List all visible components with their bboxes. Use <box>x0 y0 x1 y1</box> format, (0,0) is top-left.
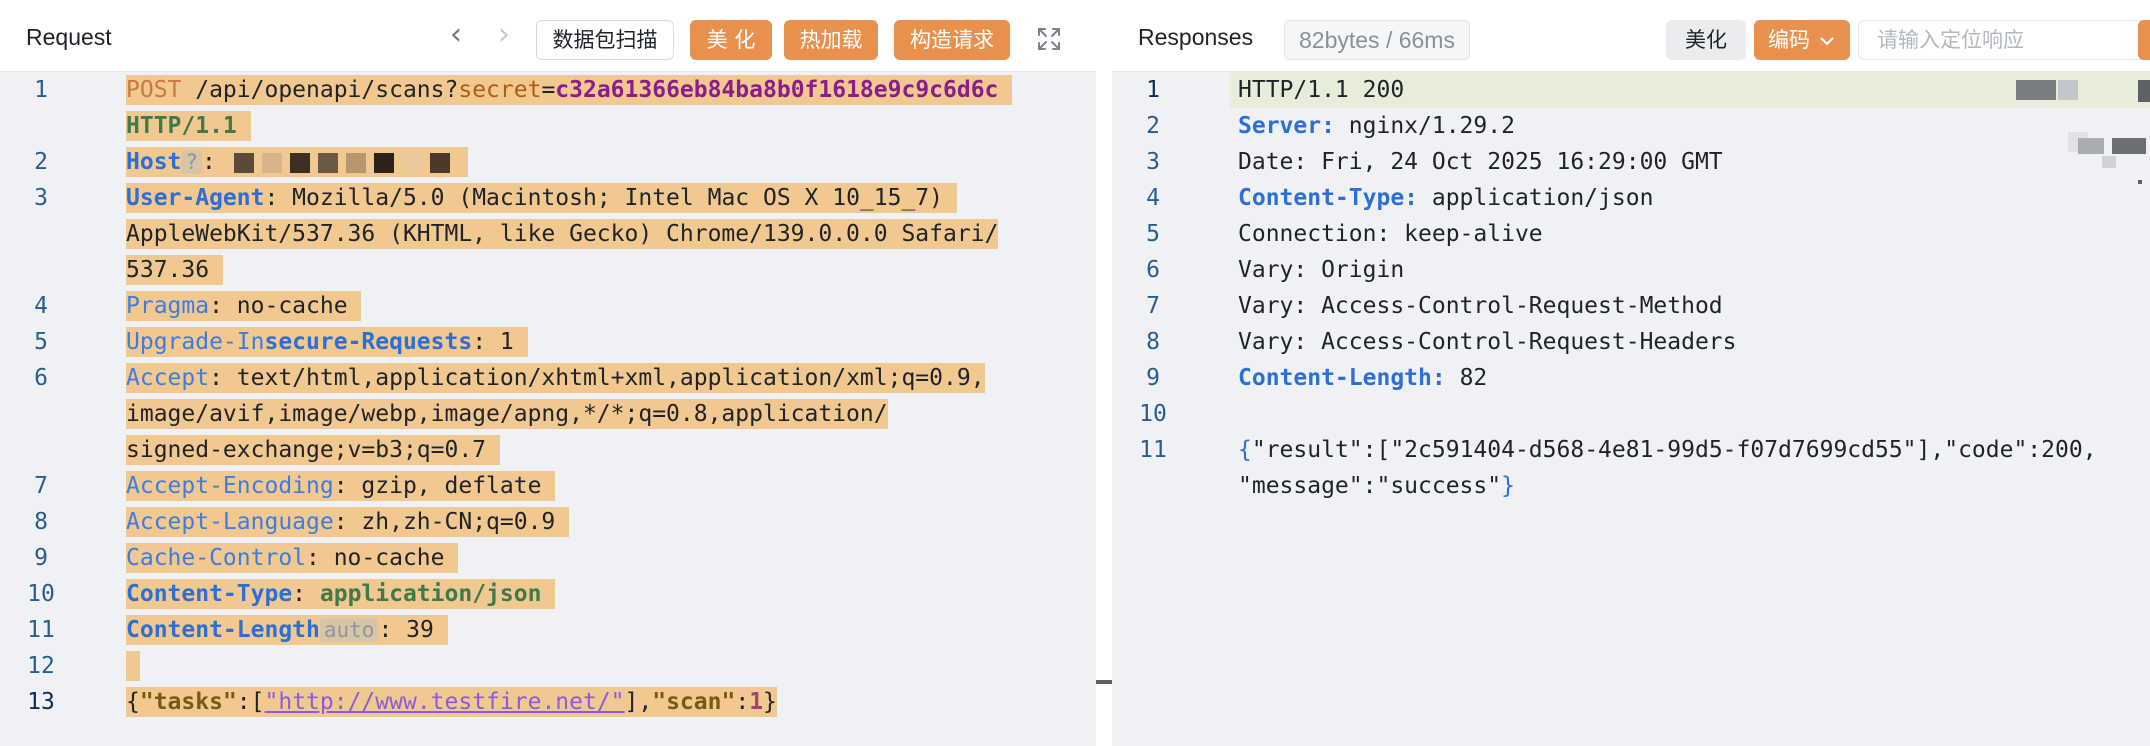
line-number: 8 <box>1146 329 1160 355</box>
response-line: Vary: Origin <box>1238 257 1405 283</box>
response-panel: Responses 82bytes / 66ms 美化 编码 请输入定位响应 1… <box>1112 0 2150 746</box>
search-icon[interactable] <box>2138 20 2150 60</box>
next-icon[interactable]: › <box>498 17 510 52</box>
help-badge: ? <box>181 150 203 174</box>
request-line: image/avif,image/webp,image/apng,*/*;q=0… <box>126 399 888 429</box>
line-number: 7 <box>34 473 48 499</box>
packet-scan-button[interactable]: 数据包扫描 <box>536 20 674 60</box>
line-number: 6 <box>34 365 48 391</box>
line-number-active: 1 <box>1146 77 1160 103</box>
line-number: 3 <box>34 185 48 211</box>
previous-icon[interactable]: ‹ <box>450 17 462 52</box>
response-line: Server: nginx/1.29.2 <box>1238 113 1515 139</box>
line-number: 1 <box>34 77 48 103</box>
encoding-dropdown[interactable]: 编码 <box>1754 20 1850 60</box>
beautify-button[interactable]: 美化 <box>1666 20 1746 60</box>
request-editor[interactable]: 1 2 3 4 5 6 7 8 9 10 11 12 13 POST /api/… <box>0 72 1096 746</box>
response-line: Date: Fri, 24 Oct 2025 16:29:00 GMT <box>1238 149 1723 175</box>
masked-host <box>230 149 454 175</box>
response-title: Responses <box>1138 24 1254 50</box>
line-number-active: 13 <box>27 689 55 715</box>
line-number: 2 <box>1146 113 1160 139</box>
request-line: POST /api/openapi/scans?secret=c32a61366… <box>126 72 1013 108</box>
chevron-down-icon <box>1820 37 1834 46</box>
locate-response-input[interactable]: 请输入定位响应 <box>1858 20 2150 60</box>
request-line: Upgrade-Insecure-Requests: 1 <box>126 324 528 360</box>
request-body-line: {"tasks":["http://www.testfire.net/"],"s… <box>126 687 777 717</box>
line-number: 11 <box>27 617 55 643</box>
response-line: Vary: Access-Control-Request-Method <box>1238 293 1723 319</box>
line-number: 3 <box>1146 149 1160 175</box>
request-panel: Request ‹ › 数据包扫描 美 化 热加载 构造请求 1 2 3 4 5… <box>0 0 1096 746</box>
response-editor[interactable]: 1 2 3 4 5 6 7 8 9 10 11 HTTP/1.1 200 Ser… <box>1112 72 2150 746</box>
request-line: Host?: <box>126 144 468 180</box>
expand-icon[interactable] <box>1036 26 1062 52</box>
response-meta-badge: 82bytes / 66ms <box>1284 20 1470 60</box>
line-number: 10 <box>27 581 55 607</box>
request-title: Request <box>26 24 112 50</box>
line-number: 6 <box>1146 257 1160 283</box>
build-request-button[interactable]: 构造请求 <box>894 20 1010 60</box>
response-line: HTTP/1.1 200 <box>1238 77 1405 103</box>
resize-handle[interactable] <box>1096 680 1112 684</box>
line-number: 4 <box>34 293 48 319</box>
request-line: Pragma: no-cache <box>126 288 362 324</box>
request-line: Cache-Control: no-cache <box>126 540 459 576</box>
request-line: AppleWebKit/537.36 (KHTML, like Gecko) C… <box>126 219 999 249</box>
request-line: Content-Type: application/json <box>126 576 556 612</box>
beautify-button[interactable]: 美 化 <box>690 20 772 60</box>
panel-divider[interactable] <box>1096 0 1112 746</box>
auto-badge: auto <box>319 618 379 642</box>
request-line: User-Agent: Mozilla/5.0 (Macintosh; Inte… <box>126 183 957 213</box>
request-line: Accept: text/html,application/xhtml+xml,… <box>126 363 985 393</box>
line-number: 7 <box>1146 293 1160 319</box>
request-line: HTTP/1.1 <box>126 108 251 144</box>
response-line: Content-Length: 82 <box>1238 365 1488 391</box>
response-line: Vary: Access-Control-Request-Headers <box>1238 329 1737 355</box>
request-line: Accept-Encoding: gzip, deflate <box>126 468 556 504</box>
line-number: 2 <box>34 149 48 175</box>
line-number: 12 <box>27 653 55 679</box>
response-line: Connection: keep-alive <box>1238 221 1543 247</box>
url-link[interactable]: "http://www.testfire.net/" <box>264 689 625 715</box>
request-line: Accept-Language: zh,zh-CN;q=0.9 <box>126 504 570 540</box>
request-line <box>126 648 140 684</box>
line-number: 5 <box>1146 221 1160 247</box>
line-number: 5 <box>34 329 48 355</box>
response-body-line: {"result":["2c591404-d568-4e81-99d5-f07d… <box>1238 437 2097 463</box>
line-number: 8 <box>34 509 48 535</box>
line-number: 10 <box>1139 401 1167 427</box>
request-line: 537.36 <box>126 252 223 288</box>
request-line: signed-exchange;v=b3;q=0.7 <box>126 432 500 468</box>
request-header: Request ‹ › 数据包扫描 美 化 热加载 构造请求 <box>0 0 1096 72</box>
response-body-line: "message":"success"} <box>1238 473 1515 499</box>
hot-load-button[interactable]: 热加载 <box>784 20 878 60</box>
response-line: Content-Type: application/json <box>1238 185 1654 211</box>
line-number: 9 <box>1146 365 1160 391</box>
active-line-highlight <box>1230 72 2150 108</box>
line-number: 11 <box>1139 437 1167 463</box>
line-number: 4 <box>1146 185 1160 211</box>
line-number: 9 <box>34 545 48 571</box>
response-header: Responses 82bytes / 66ms 美化 编码 请输入定位响应 <box>1112 0 2150 72</box>
